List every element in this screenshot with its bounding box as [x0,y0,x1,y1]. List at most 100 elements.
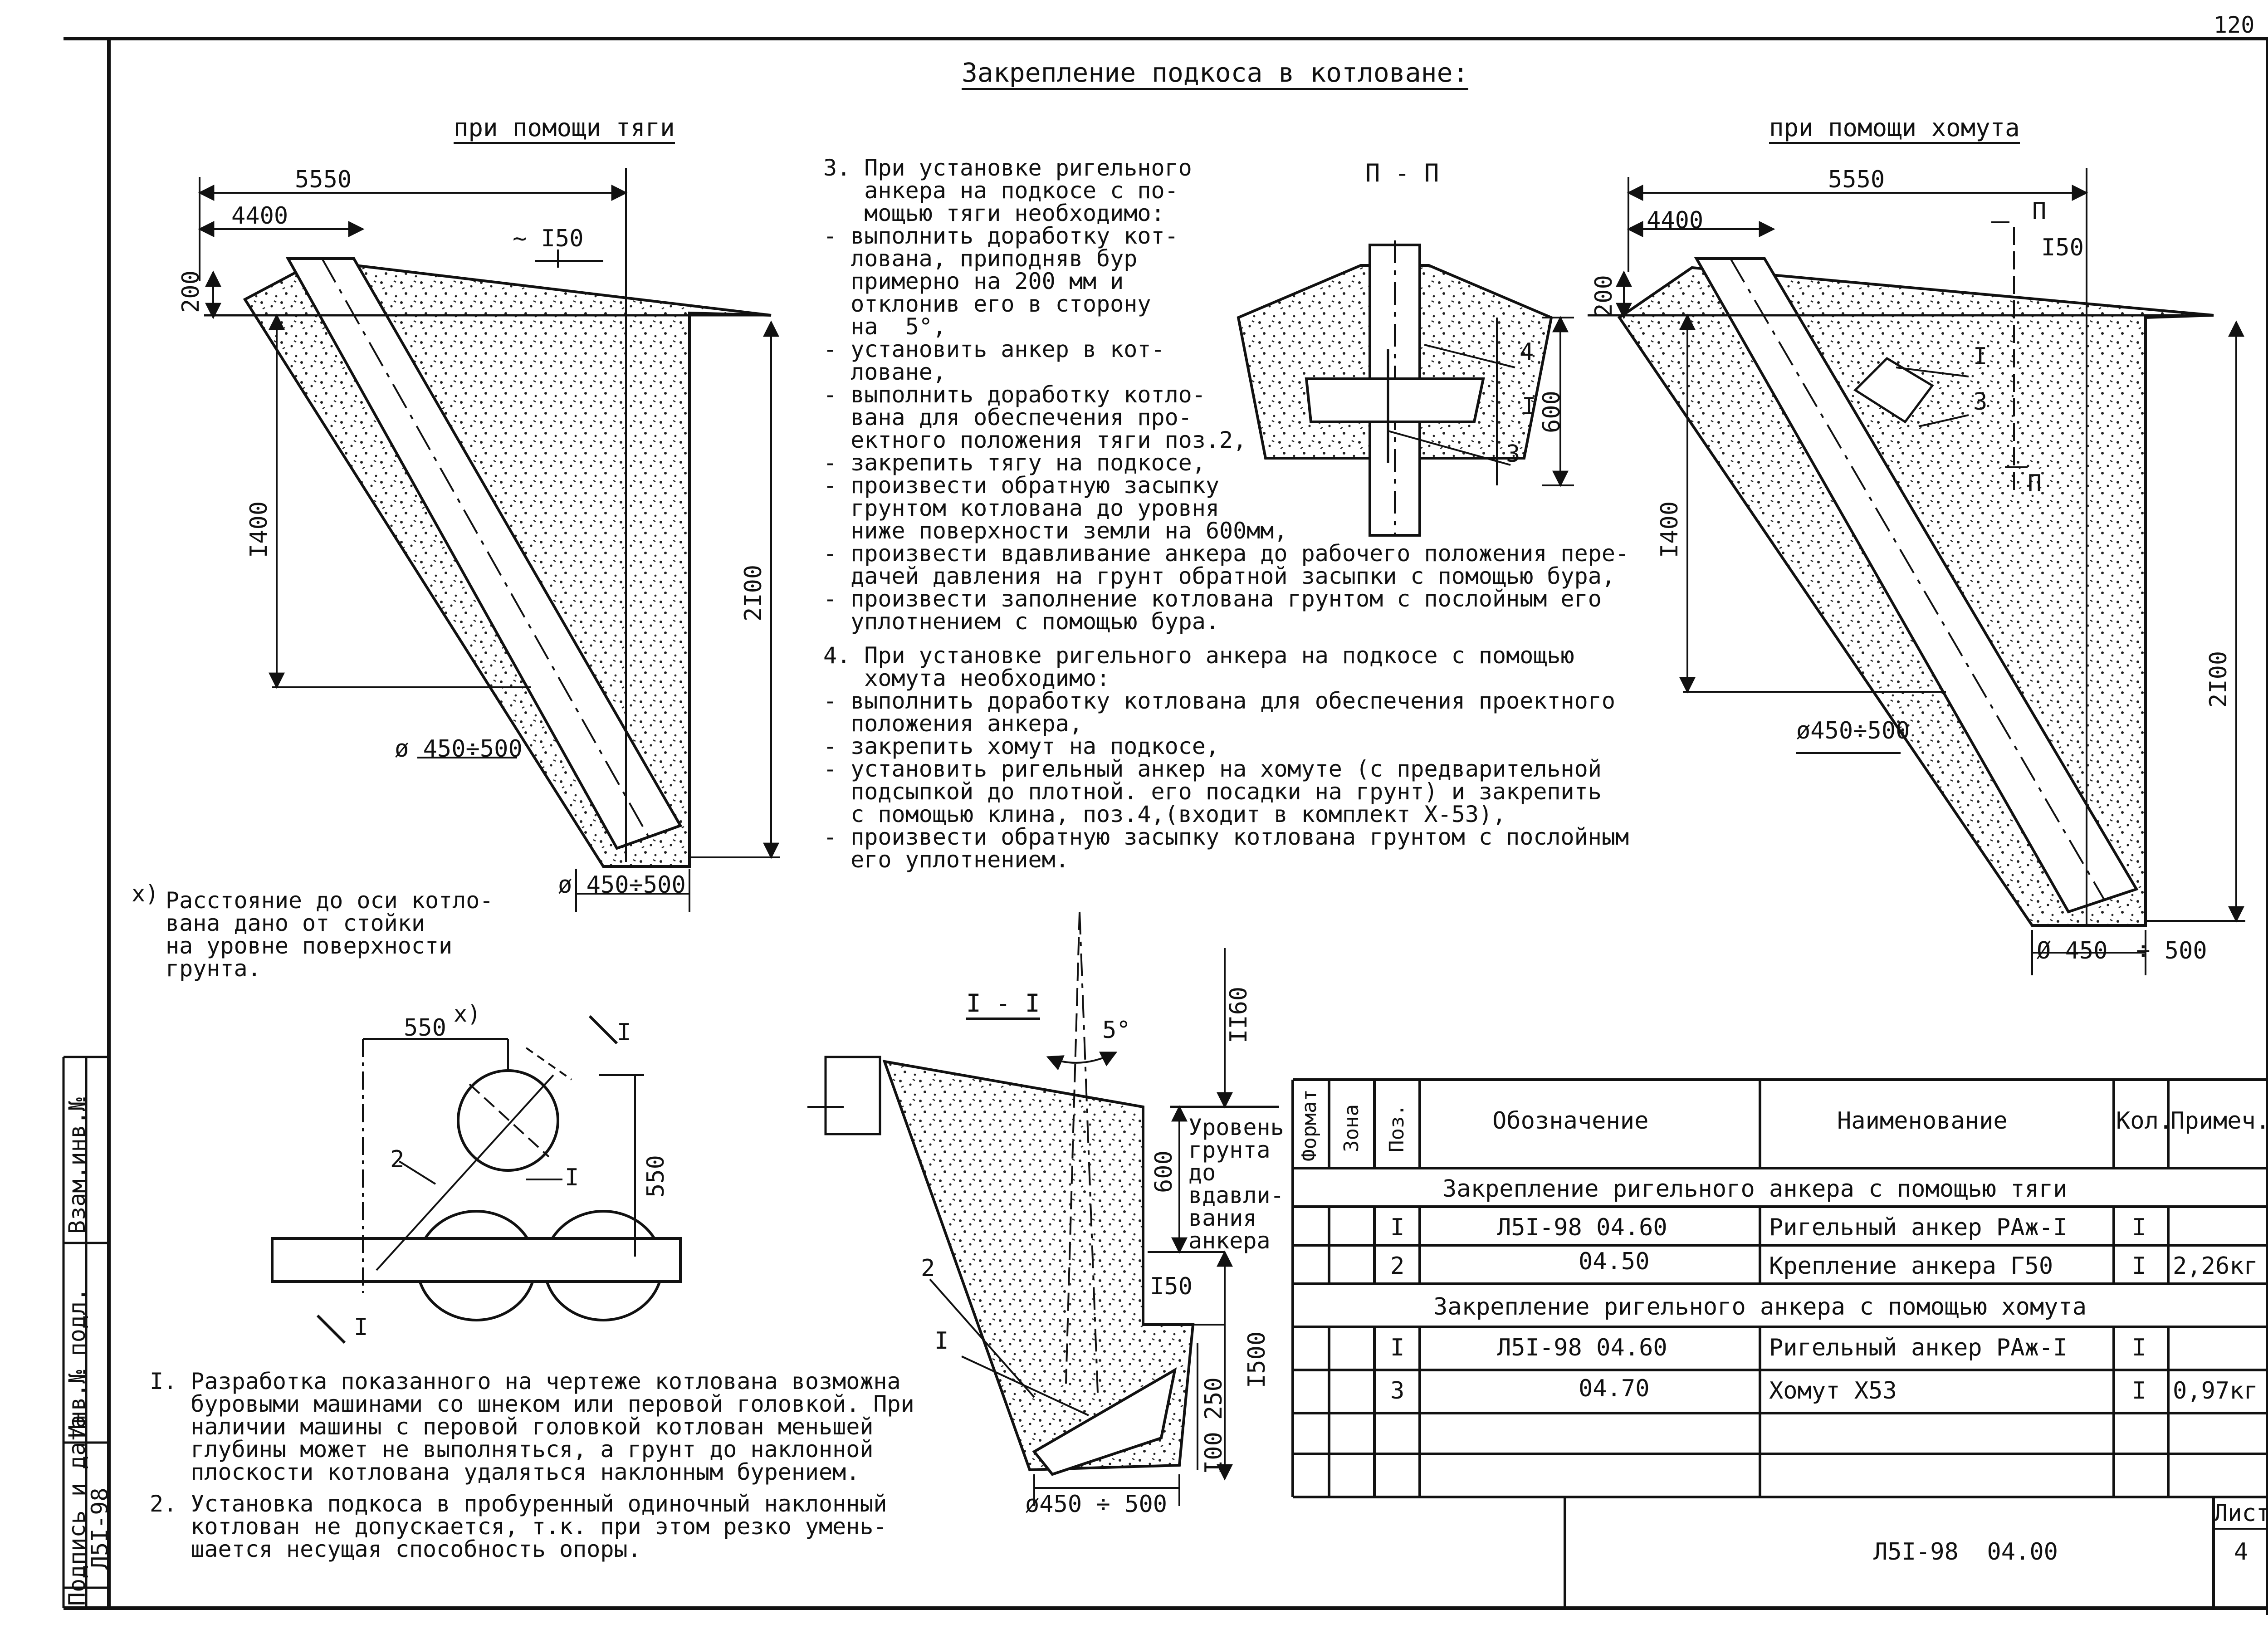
section-pp-view [1237,240,1574,537]
section-ii-angle: 5° [1102,1017,1131,1044]
right-label-3: 3 [1973,388,1988,416]
instruction-item-3-bullet-line: на 5°, [823,313,946,340]
level-note-line: до [1188,1159,1216,1186]
instruction-item-3-bullet-line: ниже поверхности земли на 600мм, [823,518,1288,544]
note-1-line: буровыми машинами со шнеком или перовой … [150,1391,914,1417]
instruction-item-3-line: 3. При установке ригельного [823,155,1192,181]
instruction-item-3-bullet-line: - выполнить доработку котло- [823,382,1206,408]
spec-table-grid [1291,1078,2268,1608]
instruction-item-3-bullet-line: грунтом котлована до уровня [823,495,1219,521]
spec-row3-kol: I [2132,1334,2146,1361]
instruction-item-3-bullet-line: дачей давления на грунт обратной засыпки… [823,563,1615,589]
footnote-line: на уровне поверхности [166,933,453,959]
spec-row3-poz: I [1390,1334,1405,1361]
section-ii-title: I - I [966,991,1040,1020]
title-block-doc-code: Л5I-98 04.00 [1873,1538,2058,1566]
section-ii-dim-bottom: ø450 ÷ 500 [1025,1491,1168,1518]
footnote-line: грунта. [166,955,261,982]
instruction-item-4-bullet-line: его уплотнением. [823,846,1069,873]
plan-dim-550: 550 [642,1155,670,1198]
instructions-block: 3. При установке ригельного анкера на по… [823,157,1629,871]
spec-section-1: Закрепление ригельного анкера с помощью … [1442,1175,2068,1203]
page-number: 120 [2214,12,2255,38]
section-ii-label-1: I [934,1327,949,1355]
general-notes: I. Разработка показанного на чертеже кот… [150,1370,914,1561]
level-note-line: анкера [1188,1228,1271,1254]
plan-dim-x-marker: x) [454,1001,481,1027]
spec-row1-poz: I [1390,1214,1405,1241]
right-dim-1400: I400 [1656,501,1683,558]
spec-row2-poz: 2 [1390,1252,1405,1280]
note-2-line: котлован не допускается, т.к. при этом р… [150,1513,887,1540]
footnote-text: Расстояние до оси котло-вана дано от сто… [166,889,493,980]
instruction-item-3-bullet-line: - установить анкер в кот- [823,336,1165,362]
section-pp-label-3: 3 [1506,440,1520,468]
section-ii-view [807,911,1279,1506]
instruction-item-3-bullet-line: уплотнением с помощью бура. [823,608,1219,635]
instruction-item-4-bullet-line: - закрепить хомут на подкосе, [823,733,1219,759]
note-1-line: плоскости котлована удаляться наклонным … [150,1459,860,1485]
instruction-item-3-bullet-line: вана для обеспечения про- [823,404,1192,431]
right-label-1: I [1973,343,1988,370]
footnote-line: вана дано от стойки [166,910,425,936]
th-zona: Зона [1340,1104,1363,1152]
footnote-marker: x) [132,881,159,907]
left-dim-4400: 4400 [231,202,288,230]
instruction-item-3-bullet-line: - произвести обратную засыпку [823,472,1219,499]
section-pp-label-1: I [1522,393,1536,420]
title-block-sheet-number: 4 [2234,1538,2248,1566]
stamp-vzam: Взам.инв.№ [64,1097,90,1234]
section-ii-dim-150: I50 [1150,1273,1193,1300]
spec-row4-poz: 3 [1390,1377,1405,1404]
left-excavation-view [198,168,780,912]
right-excavation-view [1588,168,2245,975]
page-title: Закрепление подкоса в котловане: [962,59,1469,90]
section-ii-dim-1160: II60 [1225,986,1252,1043]
left-dim-200: 200 [177,270,205,313]
right-dim-4400: 4400 [1647,207,1704,234]
th-format: Формат [1298,1089,1321,1161]
right-view-title: при помощи хомута [1769,116,2020,144]
level-note-line: Уровень [1188,1114,1284,1140]
spec-row4-oboz: 04.70 [1579,1375,1650,1402]
left-view-title: при помощи тяги [454,116,675,144]
spec-row2-kol: I [2132,1252,2146,1280]
th-naimenovanie: Наименование [1837,1107,2008,1135]
instruction-item-3-bullet-line: - закрепить тягу на подкосе, [823,450,1206,476]
th-oboznachenie: Обозначение [1492,1107,1649,1135]
instruction-item-3-bullet-line: - произвести вдавливание анкера до рабоч… [823,540,1629,567]
section-pp-label-4: 4 [1520,338,1534,366]
note-1-line: I. Разработка показанного на чертеже кот… [150,1368,901,1394]
note-1-line: наличии машины с перовой головкой котлов… [150,1414,874,1440]
note-1-line: глубины может не выполняться, а грунт до… [150,1436,874,1463]
instruction-item-4-line: 4. При установке ригельного анкера на по… [823,642,1574,669]
section-ii-label-2: 2 [921,1255,935,1282]
plan-cut-mark-lower: I [354,1314,368,1341]
right-dim-2100: 2I00 [2205,651,2232,708]
spec-row4-prim: 0,97кг [2173,1377,2258,1404]
note-2-line: 2. Установка подкоса в пробуренный одино… [150,1491,887,1517]
right-dim-150: I50 [2041,234,2084,261]
spec-row2-prim: 2,26кг [2173,1252,2258,1280]
section-ii-dim-1500: I500 [1243,1331,1271,1388]
left-dim-diameter-lower: ø 450÷500 [558,871,686,899]
spec-row2-oboz: 04.50 [1579,1248,1650,1275]
spec-row4-name: Хомут Х53 [1769,1377,1897,1404]
instruction-item-3-bullet-line: отклонив его в сторону [823,291,1151,317]
instruction-item-4-bullet-line: с помощью клина, поз.4,(входит в комплек… [823,801,1506,827]
level-note-line: вания [1188,1205,1257,1231]
instruction-item-4-bullet-line: - выполнить доработку котлована для обес… [823,688,1615,714]
instruction-item-3-bullet-line: ектного положения тяги поз.2, [823,427,1247,453]
instruction-item-4-bullet-line: - установить ригельный анкер на хомуте (… [823,756,1602,782]
th-poz: Поз. [1385,1104,1408,1152]
level-note-line: вдавли- [1188,1182,1284,1208]
section-ii-dim-600: 600 [1150,1150,1178,1193]
spec-row1-kol: I [2132,1214,2146,1241]
instruction-item-4-line: хомута необходимо: [823,665,1110,691]
instruction-item-3-bullet-line: примерно на 200 мм и [823,268,1124,294]
left-dim-diameter-upper: ø 450÷500 [395,735,523,763]
spec-row3-name: Ригельный анкер РАж-I [1769,1334,2068,1361]
